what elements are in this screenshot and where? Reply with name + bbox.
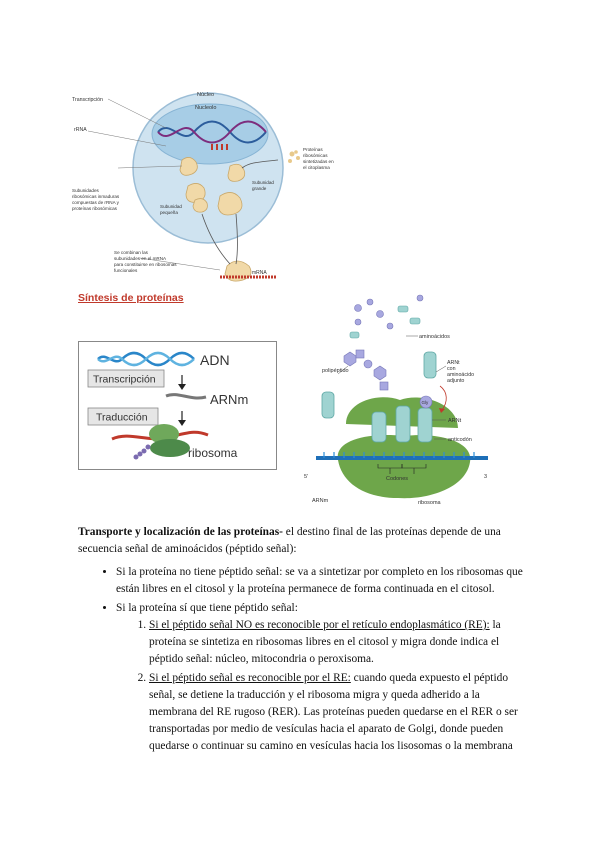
body-text: Transporte y localización de las proteín… [78,524,530,757]
svg-text:con: con [447,366,456,372]
nucleolus [151,103,269,165]
svg-text:Se combinan las: Se combinan las [114,250,149,255]
svg-text:ARNt: ARNt [447,360,460,366]
polypeptide-label: polipéptido [322,368,349,374]
mrna-label: mRNA [252,270,267,276]
combine-subunits-label: Se combinan las subunidades en el mRNA p… [114,250,177,273]
bullet-list: Si la proteína no tiene péptido señal: s… [78,564,530,755]
intro-text: el destino final de las proteínas depend… [78,526,501,555]
ribosomal-proteins-label: Proteínas ribosómicas sintetizadas en el… [303,147,334,170]
codons-label: Codones [386,476,408,482]
small-subunit-label: Subunidad pequeña [160,204,182,215]
transcription-label: Transcripción [72,97,103,103]
three-prime-label: 3 [484,474,487,480]
intro-heading: Transporte y localización de las proteín… [78,526,283,538]
section-title: Síntesis de proteínas [78,292,184,304]
sub-item-not-recognized: Si el péptido señal NO es reconocible po… [149,617,530,668]
bullet-with-signal: Si la proteína sí que tiene péptido seña… [116,600,530,755]
svg-text:adjunto: adjunto [447,378,464,384]
translation-detail-figure: Gly aminoácidos polipéptido ARNt con ami… [304,294,488,506]
mrna-label: ARNm [312,498,329,504]
svg-text:compuestas de rRNA y: compuestas de rRNA y [72,200,120,205]
transcription-translation-figure: ADN Transcripción ARNm Traducción riboso… [78,341,277,470]
translation-box-label: Traducción [96,412,148,424]
immature-subunits-label: Subunidades ribosómicas inmaduras compue… [72,188,120,211]
svg-text:Subunidades: Subunidades [72,188,100,193]
svg-text:el citoplasma: el citoplasma [303,165,330,170]
transcription-box-label: Transcripción [93,374,156,386]
svg-text:ribosómicas inmaduras: ribosómicas inmaduras [72,194,120,199]
large-subunit-label: Subunidad grande [252,180,274,191]
svg-text:Proteínas: Proteínas [303,147,323,152]
ribosome-label: ribosoma [418,500,442,506]
amino-acids-label: aminoácidos [419,334,450,340]
svg-text:para constituirse en ribosomas: para constituirse en ribosomas [114,262,177,267]
svg-text:sintetizadas en: sintetizadas en [303,159,334,164]
five-prime-label: 5' [304,474,308,480]
dna-label: ADN [200,352,230,368]
mrna-label: ARNm [210,392,248,407]
svg-text:proteínas ribosómicas: proteínas ribosómicas [72,206,118,211]
svg-text:Subunidad: Subunidad [160,204,182,209]
nucleus-label: Núcleo [197,92,214,98]
trna-label: ARNt [448,418,462,424]
nucleolus-label: Nucleolo [195,105,216,111]
rrna-label: rRNA [74,127,87,133]
ribosome-label: ribosoma [188,446,238,460]
intro-paragraph: Transporte y localización de las proteín… [78,524,530,558]
gly-label: Gly [422,400,430,405]
svg-text:Subunidad: Subunidad [252,180,274,185]
anticodon-label: anticodón [448,437,472,443]
sub-item-recognized: Si el péptido señal es reconocible por e… [149,670,530,755]
svg-text:subunidades en el mRNA: subunidades en el mRNA [114,256,167,261]
ribosome-biogenesis-figure: Núcleo Nucleolo Transcripción rRNA Prote… [72,92,334,282]
trna-with-amino-acid-label: ARNt con aminoácido adjunto [447,360,474,384]
svg-text:pequeña: pequeña [160,210,178,215]
svg-text:aminoácido: aminoácido [447,372,474,378]
sub-list: Si el péptido señal NO es reconocible po… [116,617,530,755]
svg-text:funcionales: funcionales [114,268,138,273]
bullet-no-signal: Si la proteína no tiene péptido señal: s… [116,564,530,598]
svg-text:ribosómicas: ribosómicas [303,153,328,158]
svg-text:grande: grande [252,186,267,191]
